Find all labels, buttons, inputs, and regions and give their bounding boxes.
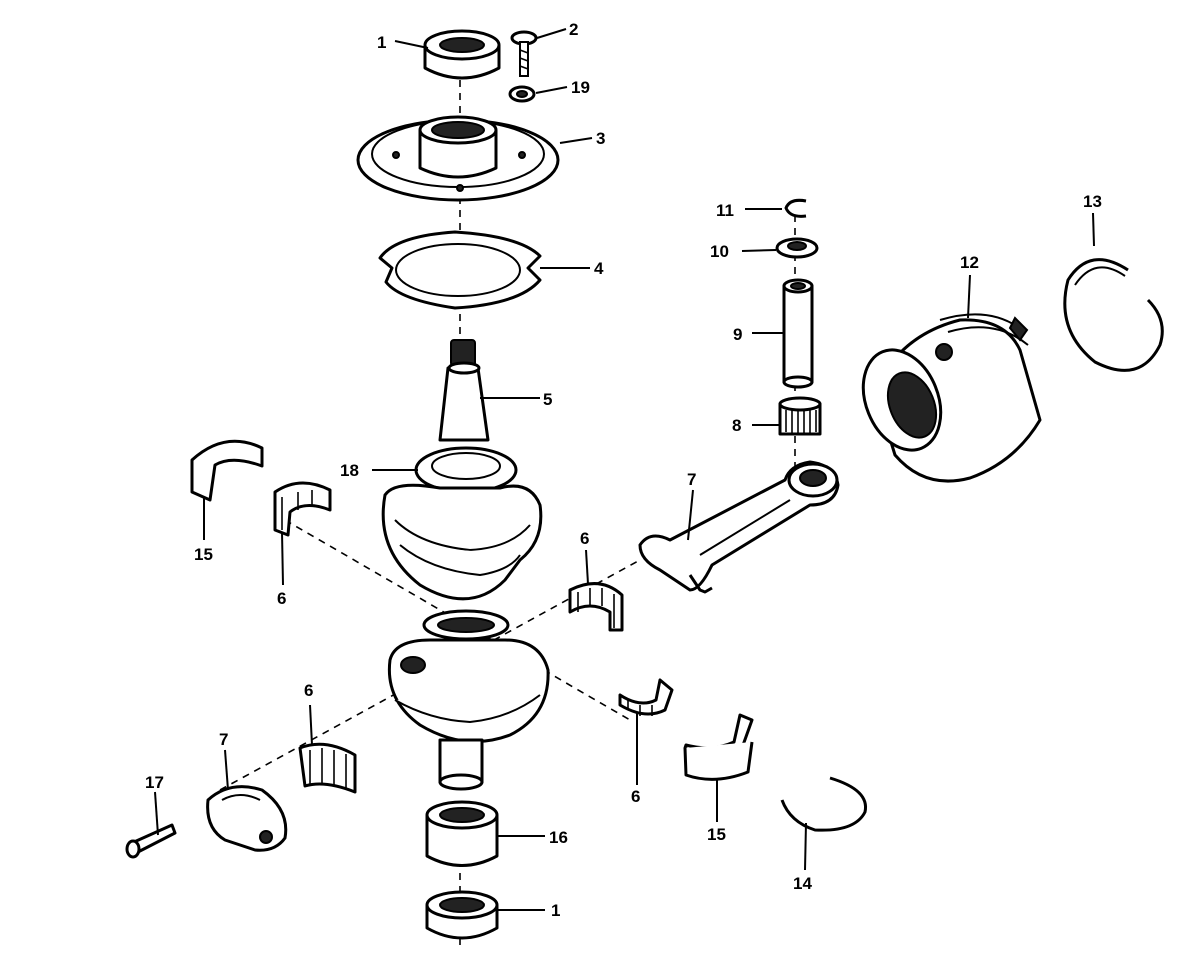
part-15-thrust-bearing-left <box>190 439 264 502</box>
part-19-washer <box>508 85 536 103</box>
part-6-bearing-lower-left <box>298 742 357 794</box>
label-7-rod: 7 <box>687 470 696 489</box>
label-10: 10 <box>710 242 729 261</box>
label-9: 9 <box>733 325 742 344</box>
part-8-needle-bearing <box>778 396 822 436</box>
label-6-upper-left: 6 <box>277 589 286 608</box>
part-9-wrist-pin <box>782 278 814 389</box>
part-13-piston-ring <box>1063 258 1164 372</box>
label-6-lower-right: 6 <box>631 787 640 806</box>
part-6-bearing-lower-right <box>618 678 674 716</box>
label-1-top: 1 <box>377 33 386 52</box>
label-7-cap: 7 <box>219 730 228 749</box>
part-7-rod-cap <box>206 785 288 852</box>
label-5: 5 <box>543 390 552 409</box>
label-4: 4 <box>594 259 604 278</box>
part-12-piston <box>861 313 1042 483</box>
part-5-crankshaft <box>381 339 550 791</box>
label-19: 19 <box>571 78 590 97</box>
label-16: 16 <box>549 828 568 847</box>
label-8: 8 <box>732 416 741 435</box>
part-14-snap-ring <box>780 776 868 832</box>
label-13: 13 <box>1083 192 1102 211</box>
label-3: 3 <box>596 129 605 148</box>
part-11-retaining-clip <box>784 198 807 218</box>
part-17-rod-bolt <box>125 823 177 859</box>
part-7-connecting-rod <box>638 460 840 594</box>
label-17: 17 <box>145 773 164 792</box>
part-3-bearing-retainer <box>356 115 560 202</box>
part-4-gasket <box>378 230 542 310</box>
label-1-bottom: 1 <box>551 901 560 920</box>
part-10-thrust-washer <box>775 237 819 259</box>
label-15-right: 15 <box>707 825 726 844</box>
label-12: 12 <box>960 253 979 272</box>
label-11: 11 <box>716 201 734 220</box>
part-16-lower-bearing <box>425 800 499 867</box>
part-1-top-seal <box>423 29 501 80</box>
label-2: 2 <box>569 20 578 39</box>
callout-labels: 1 2 19 3 4 5 11 10 9 8 12 13 18 15 6 6 7… <box>145 20 1102 920</box>
part-6-bearing-right <box>568 582 624 632</box>
label-14: 14 <box>793 874 812 893</box>
part-15-thrust-bearing-right <box>683 713 754 781</box>
label-15-left: 15 <box>194 545 213 564</box>
label-6-lower-left: 6 <box>304 681 313 700</box>
part-2-screw <box>510 30 538 77</box>
leader-lines <box>154 28 1095 911</box>
label-18: 18 <box>340 461 359 480</box>
label-6-right: 6 <box>580 529 589 548</box>
part-1-bottom-seal <box>425 890 499 940</box>
part-6-bearing-upper-left <box>273 481 332 537</box>
